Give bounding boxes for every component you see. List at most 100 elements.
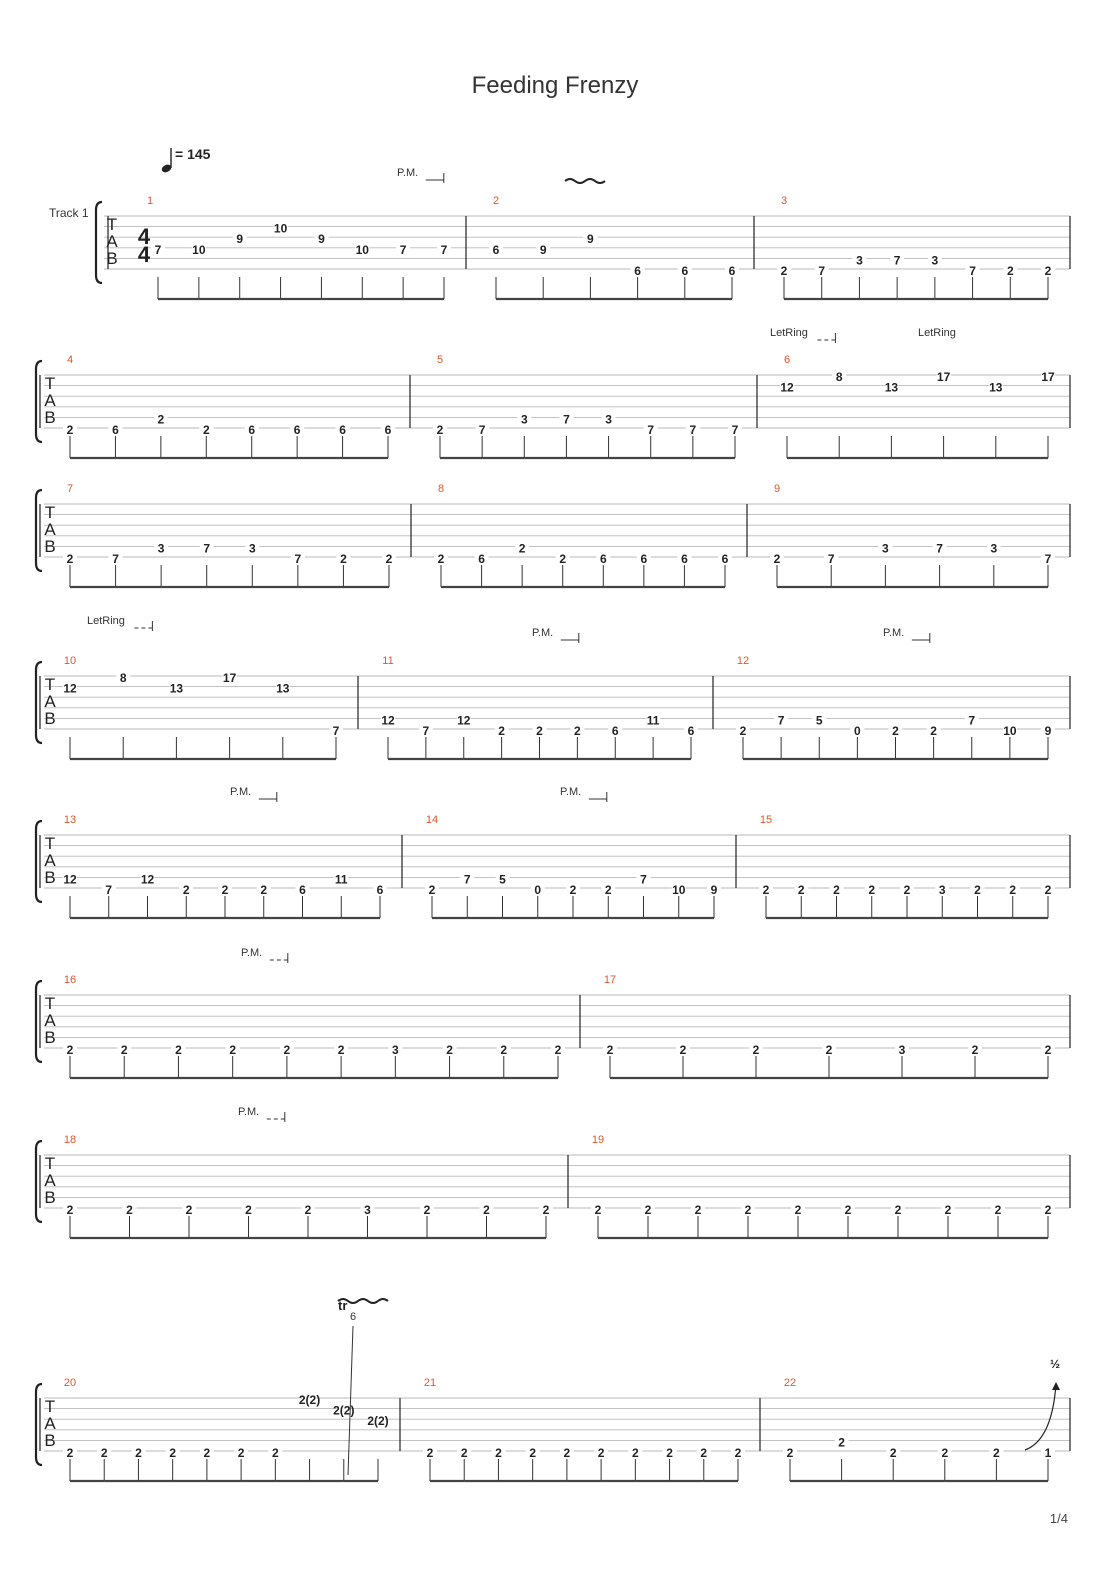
- fret-bg: [382, 553, 396, 564]
- fret-bg: [290, 424, 305, 435]
- fret-number: 2: [798, 883, 805, 897]
- fret-number: 10: [1003, 724, 1017, 738]
- fret-bg: [684, 725, 698, 736]
- fret-number: 7: [423, 724, 430, 738]
- fret-number: 2: [564, 1446, 571, 1460]
- fret-number: 2: [570, 883, 577, 897]
- fret-number: 2: [284, 1043, 291, 1057]
- fret-bg: [381, 714, 395, 726]
- fret-number: 2: [340, 552, 347, 566]
- system-bracket: [34, 979, 43, 1064]
- fret-number: 2: [245, 1203, 252, 1217]
- tab-clef-letter: T: [107, 215, 117, 234]
- fret-number: 2: [498, 724, 505, 738]
- fret-bg: [718, 553, 732, 564]
- fret-number: 2: [826, 1043, 833, 1057]
- fret-number: 3: [364, 1203, 371, 1217]
- fret-bg: [532, 725, 547, 736]
- tab-clef-letter: A: [44, 1171, 56, 1190]
- fret-number: 17: [1041, 370, 1055, 384]
- fret-bg: [334, 1044, 349, 1055]
- fret-number: 3: [939, 883, 946, 897]
- fret-number: 11: [647, 713, 660, 727]
- fret-bg: [279, 1044, 294, 1055]
- fret-bg: [515, 542, 530, 554]
- tab-clef-letter: T: [45, 1397, 55, 1416]
- fret-number: 7: [936, 541, 943, 555]
- fret-number: 2: [429, 883, 436, 897]
- fret-bg: [935, 884, 950, 895]
- palm-mute-label: P.M.: [560, 786, 581, 798]
- fret-number: 2: [605, 883, 612, 897]
- fret-bg: [749, 1044, 763, 1055]
- fret-bg: [169, 682, 184, 694]
- fret-number: 2: [972, 1043, 979, 1057]
- fret-number: 13: [989, 381, 1003, 395]
- measure-number: 13: [64, 814, 76, 826]
- fret-number: 6: [688, 724, 695, 738]
- fret-bg: [641, 1204, 655, 1215]
- fret-bg: [442, 1044, 457, 1055]
- fret-number: 2: [260, 883, 267, 897]
- fret-bg: [559, 413, 574, 425]
- fret-number: 9: [1045, 724, 1052, 738]
- fret-bg: [474, 553, 489, 564]
- fret-number: 8: [836, 370, 843, 384]
- fret-bg: [937, 1447, 952, 1458]
- fret-bg: [841, 1204, 855, 1215]
- fret-number: 2: [175, 1043, 182, 1057]
- fret-number: 10: [672, 883, 686, 897]
- measure-number: 12: [737, 655, 749, 667]
- fret-number: 2: [67, 1446, 74, 1460]
- fret-bg: [122, 1204, 137, 1215]
- song-title: Feeding Frenzy: [471, 72, 639, 99]
- fret-number: 2: [595, 1203, 602, 1217]
- tab-clef-letter: T: [45, 994, 55, 1013]
- fret-number: 6: [377, 883, 384, 897]
- tab-clef-letter: A: [44, 692, 56, 711]
- fret-bg: [794, 884, 809, 895]
- fret-number: 10: [192, 243, 206, 257]
- fret-number: 2: [993, 1446, 1000, 1460]
- fret-number: 2: [598, 1446, 605, 1460]
- fret-bg: [420, 1204, 434, 1215]
- fret-bg: [583, 233, 598, 245]
- fret-number: 12: [780, 381, 794, 395]
- measure-number: 17: [604, 974, 616, 986]
- fret-number: 2: [795, 1203, 802, 1217]
- tempo-marking: = 145: [175, 146, 211, 162]
- fret-bg: [780, 381, 794, 393]
- fret-number: 6: [722, 552, 729, 566]
- fret-bg: [646, 714, 661, 726]
- fret-number: 3: [392, 1043, 399, 1057]
- fret-number: 2: [386, 552, 393, 566]
- fret-bg: [418, 725, 433, 736]
- fret-bg: [63, 553, 77, 564]
- fret-bg: [329, 725, 343, 736]
- fret-bg: [232, 233, 247, 245]
- fret-bg: [884, 381, 899, 393]
- fret-number: 2: [1045, 1043, 1052, 1057]
- fret-number: 2: [787, 1446, 794, 1460]
- tab-clef-letter: T: [45, 834, 55, 853]
- fret-bg: [895, 1044, 909, 1055]
- tab-clef-letter: B: [44, 1431, 55, 1450]
- measure-number: 18: [64, 1134, 76, 1146]
- tab-clef-letter: B: [44, 1188, 55, 1207]
- fret-bg: [491, 1447, 506, 1458]
- measure-number: 5: [437, 354, 443, 366]
- fret-number: 6: [493, 243, 500, 257]
- fret-bg: [1002, 725, 1017, 736]
- fret-number: 6: [634, 264, 641, 278]
- tab-clef-letter: T: [45, 503, 55, 522]
- fret-bg: [63, 873, 77, 885]
- fret-bg: [551, 1044, 565, 1055]
- fret-bg: [988, 381, 1003, 393]
- fret-bg: [117, 1044, 132, 1055]
- measure-number: 10: [64, 655, 76, 667]
- fret-bg: [736, 725, 750, 736]
- fret-bg: [225, 1044, 240, 1055]
